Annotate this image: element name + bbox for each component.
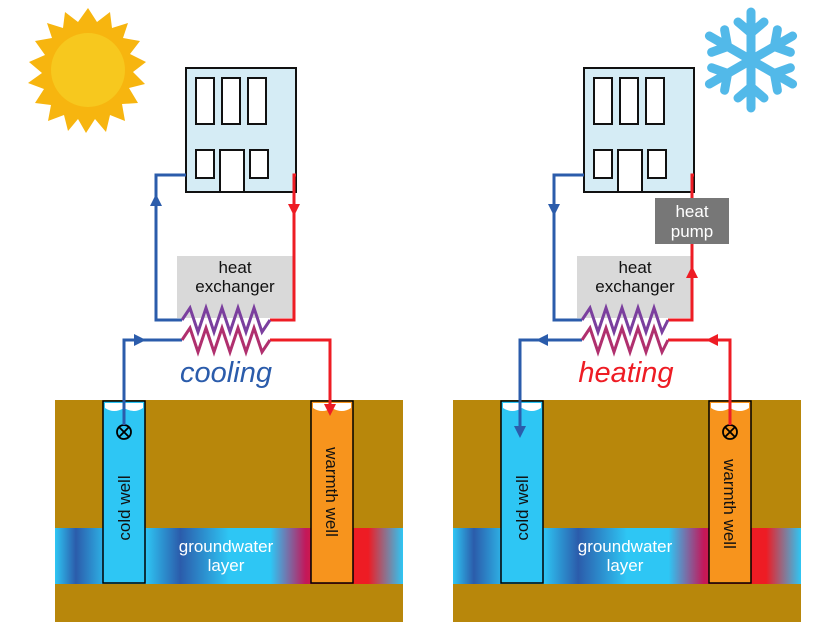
- cold-well: cold well: [102, 400, 146, 584]
- summer-panel: cold well warmth well groundwater layer …: [28, 8, 403, 622]
- mode-label-heating: heating: [578, 357, 673, 389]
- heat-pump-box: [655, 198, 729, 244]
- groundwater-label-line1: groundwater: [578, 537, 673, 556]
- warmth-well: warmth well: [708, 400, 752, 584]
- heat-exchanger-label-line1: heat: [218, 258, 251, 277]
- warmth-well-pipe: [270, 338, 332, 410]
- building-supply-pipe: [690, 173, 694, 198]
- exchanger-coil-bottom: [580, 323, 670, 357]
- groundwater-label-line2: layer: [607, 556, 644, 575]
- heat-pump-label-line1: heat: [675, 202, 708, 221]
- mode-label-cooling: cooling: [180, 357, 272, 389]
- exchanger-coil-top: [580, 303, 670, 337]
- cold-well-label: cold well: [513, 475, 532, 540]
- cold-well-label: cold well: [115, 475, 134, 540]
- building-return-pipe: [552, 173, 584, 322]
- warmth-well: warmth well: [310, 400, 354, 584]
- winter-panel: cold well warmth well groundwater layer …: [453, 7, 801, 622]
- sun-icon: [28, 8, 146, 133]
- building-icon: [583, 67, 695, 193]
- heat-exchanger-label-line2: exchanger: [195, 277, 275, 296]
- heat-exchanger-label-line1: heat: [618, 258, 651, 277]
- warmth-well-label: warmth well: [720, 458, 739, 549]
- exchanger-coil-top: [180, 303, 272, 337]
- building-icon: [185, 67, 297, 193]
- heat-exchanger-box: [577, 256, 693, 318]
- heat-pump-label-line2: pump: [671, 222, 714, 241]
- groundwater-label-line1: groundwater: [179, 537, 274, 556]
- snowflake-icon: [704, 7, 798, 113]
- warmth-well-label: warmth well: [322, 446, 341, 537]
- heat-exchanger-box: [177, 256, 293, 318]
- exchanger-coil-bottom: [180, 323, 272, 357]
- warmth-well-pipe: [668, 338, 732, 425]
- building-supply-pipe: [154, 173, 186, 322]
- building-return-pipe: [270, 173, 296, 322]
- cold-well-pipe: [122, 338, 182, 425]
- cold-well: cold well: [500, 400, 544, 584]
- heat-exchanger-label-line2: exchanger: [595, 277, 675, 296]
- groundwater-label-line2: layer: [208, 556, 245, 575]
- cold-well-pipe: [518, 338, 582, 428]
